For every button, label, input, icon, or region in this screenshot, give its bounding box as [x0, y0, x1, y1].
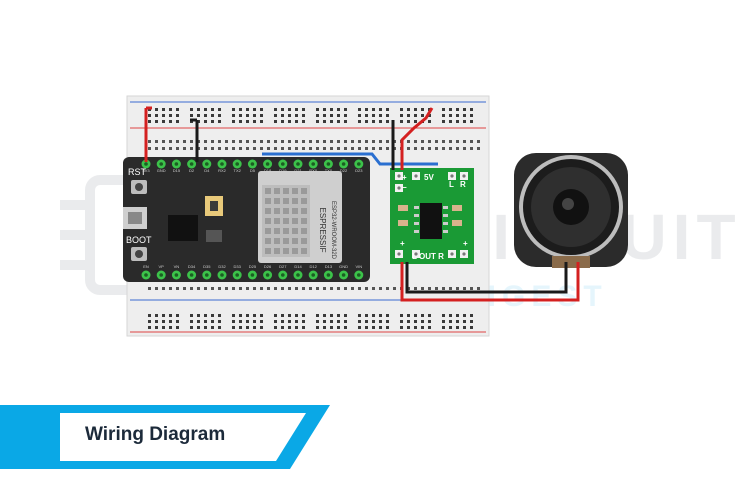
wire-black-speaker	[405, 262, 568, 294]
amp-r-label: R	[460, 180, 466, 189]
svg-text:+: +	[402, 173, 407, 182]
bottom-pin-label: VP	[159, 264, 165, 269]
top-pin-label: GND	[157, 168, 166, 173]
bottom-pin-label: D27	[279, 264, 287, 269]
rst-label: RST	[128, 167, 147, 177]
top-pin-label: D4	[204, 168, 210, 173]
wire-red-speaker	[400, 262, 580, 302]
bottom-pin-label: D12	[310, 264, 318, 269]
top-pin-label: D18	[264, 168, 272, 173]
bottom-pin-label: D34	[188, 264, 196, 269]
bottom-pin-label: D13	[325, 264, 333, 269]
banner-title: Wiring Diagram	[85, 424, 226, 445]
amp-out-label: L OUT R	[412, 252, 444, 261]
wires	[144, 106, 580, 302]
top-pin-label: D15	[173, 168, 181, 173]
bottom-pin-label: VIN	[355, 264, 362, 269]
svg-text:+: +	[400, 239, 405, 248]
top-pin-label: D2	[189, 168, 195, 173]
usb-uart-chip	[168, 215, 198, 241]
top-pin-label: TX2	[234, 168, 242, 173]
bottom-pin-label: D32	[218, 264, 226, 269]
top-pin-label: 3V3	[142, 168, 150, 173]
svg-text:−: −	[402, 183, 407, 192]
esp32-top-pin-row: 3V3 GND D15 D2 D4 RX2 TX2 D5 D18 D19 D21 RX0 TX0 D22 D…	[141, 159, 364, 173]
top-pin-label: RX0	[309, 168, 318, 173]
module-brand: ESPRESSIF	[318, 208, 327, 253]
wire-blue-signal	[262, 152, 438, 166]
bottom-pin-label: D33	[234, 264, 242, 269]
bottom-pin-label: D26	[264, 264, 272, 269]
top-pin-label: RX2	[218, 168, 227, 173]
bottom-pin-label: D25	[249, 264, 257, 269]
top-pin-label: D23	[355, 168, 363, 173]
speaker	[514, 153, 628, 268]
title-banner	[0, 405, 330, 469]
top-pin-label: D22	[340, 168, 348, 173]
bottom-pin-label: GND	[339, 264, 348, 269]
svg-text:+: +	[463, 239, 468, 248]
top-pin-label: D5	[250, 168, 256, 173]
bottom-pin-label: D35	[203, 264, 211, 269]
boot-label: BOOT	[126, 235, 152, 245]
module-model: ESP32-WROOM-32D	[330, 201, 336, 260]
amp-l-label: L	[449, 180, 454, 189]
bottom-pin-label: VN	[174, 264, 180, 269]
pam8403-amplifier: + − 5V L R L OUT R + +	[390, 168, 474, 264]
top-pin-label: D19	[279, 168, 287, 173]
amp-chip	[420, 203, 442, 239]
bottom-pin-label: EN	[143, 264, 149, 269]
top-pin-label: D21	[294, 168, 302, 173]
wire-red-amp-5v	[400, 107, 434, 170]
top-pin-label: TX0	[325, 168, 333, 173]
esp32-bottom-pin-row: EN VP VN D34 D35 D32 D33 D25 D26 D27 D14 D12 D13 GND V…	[141, 264, 364, 280]
bottom-pin-label: D14	[294, 264, 302, 269]
amp-5v-label: 5V	[424, 173, 434, 182]
